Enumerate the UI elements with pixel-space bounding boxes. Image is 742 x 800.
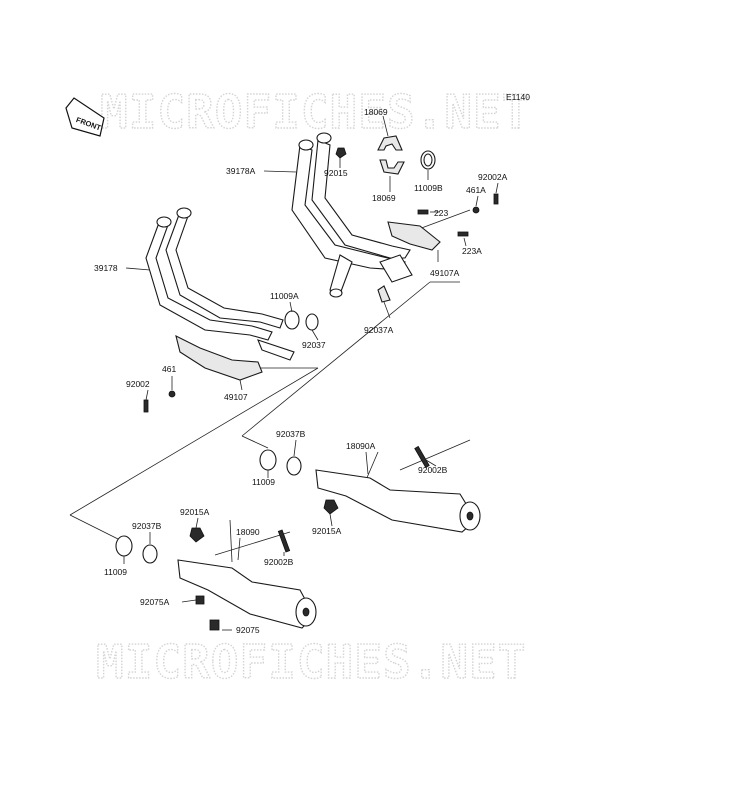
part-label: 18069 <box>372 193 396 203</box>
part-label: 18069 <box>364 107 388 117</box>
part-label: 11009A <box>270 291 299 301</box>
reference-code: E1140 <box>506 92 530 102</box>
part-label: 92037A <box>364 325 394 335</box>
front-arrow-icon: FRONT <box>65 97 105 137</box>
part-label: 92015A <box>180 507 210 517</box>
gasket-11009B <box>420 150 436 170</box>
nut-92015 <box>335 147 347 159</box>
gasket-11009A <box>284 310 300 330</box>
part-label: 39178 <box>94 263 118 273</box>
clamp-92037A <box>377 285 391 303</box>
part-label: 49107A <box>430 268 460 278</box>
part-label: 92002A <box>478 172 508 182</box>
part-label: 92002B <box>418 465 448 475</box>
part-label: 92037B <box>132 521 162 531</box>
watermark-top: MICROFICHES.NET <box>100 85 530 139</box>
header-pipe-39178A <box>291 132 413 298</box>
damper-92075 <box>209 619 220 631</box>
part-label: 461 <box>162 364 176 374</box>
part-label: 92075A <box>140 597 170 607</box>
part-label: 11009B <box>414 183 443 193</box>
clamp-18069-lower <box>379 159 405 175</box>
part-label: 92015 <box>324 168 348 178</box>
gasket-11009-right <box>259 449 277 471</box>
nut-92015A-right <box>323 499 339 515</box>
bolt-223A <box>457 231 469 237</box>
clamp-92037B-left <box>142 544 158 564</box>
nut-461 <box>168 390 176 398</box>
damper-92075A <box>195 595 205 605</box>
part-label: 39178A <box>226 166 256 176</box>
part-label: 223 <box>434 208 448 218</box>
header-pipe-39178 <box>145 207 295 361</box>
clamp-92037 <box>305 313 319 331</box>
part-label: 92075 <box>236 625 260 635</box>
clamp-92037B-right <box>286 456 302 476</box>
part-label: 223A <box>462 246 482 256</box>
part-label: 92015A <box>312 526 342 536</box>
part-label: 92002B <box>264 557 294 567</box>
muffler-18090 <box>177 559 317 629</box>
stud-92002A <box>493 193 499 205</box>
assembly-guide-lines <box>69 209 471 563</box>
part-label: 18090 <box>236 527 260 537</box>
clamp-18069-upper <box>377 135 403 151</box>
part-label: 11009 <box>252 477 275 487</box>
part-label: 92037B <box>276 429 306 439</box>
bolt-92002B-right <box>414 445 430 469</box>
bolt-92002B-left <box>277 529 291 553</box>
muffler-18090A <box>315 469 481 533</box>
leader-lines <box>123 115 499 631</box>
heat-guard-49107 <box>175 334 263 381</box>
nut-92015A-left <box>189 527 205 543</box>
watermark-bottom: MICROFICHES.NET <box>96 635 526 689</box>
part-label: 11009 <box>104 567 127 577</box>
stud-92002 <box>143 399 149 413</box>
gasket-11009-left <box>115 535 133 557</box>
part-label: 92002 <box>126 379 150 389</box>
part-labels: 18069 18069 39178A 92015 11009B 92002A 4… <box>94 107 508 635</box>
nut-461A <box>472 206 480 214</box>
part-label: 92037 <box>302 340 326 350</box>
heat-guard-49107A <box>387 221 441 251</box>
bolt-223 <box>417 209 429 215</box>
part-label: 18090A <box>346 441 376 451</box>
part-label: 461A <box>466 185 486 195</box>
part-label: 49107 <box>224 392 248 402</box>
